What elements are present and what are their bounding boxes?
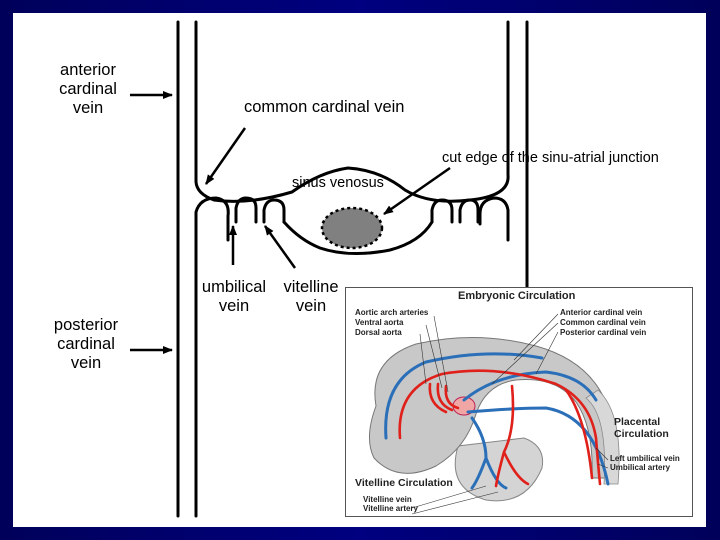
label-line: vein	[72, 99, 104, 117]
inset-umbilical-label-0: Left umbilical vein	[610, 454, 680, 463]
cut-edge-label: cut edge of the sinu-atrial junction	[442, 150, 659, 166]
vitelline-vein-line	[470, 416, 508, 490]
label-line: Circulation	[614, 428, 669, 440]
inset-right-label-0: Anterior cardinal vein	[560, 308, 643, 317]
common-cardinal-vein-label: common cardinal vein	[244, 98, 405, 116]
label-line: umbilical	[201, 278, 267, 296]
arrow-vitelline	[263, 225, 297, 269]
sinus-floor-left	[282, 220, 434, 256]
inset-left-label-0: Aortic arch arteries	[355, 308, 429, 317]
umbilical-artery-line	[564, 388, 594, 480]
inset-vitelline-label-1: Vitelline artery	[363, 504, 418, 513]
umbilical-loop	[234, 196, 258, 224]
sinus-venosus-label: sinus venosus	[292, 175, 384, 191]
anterior-cardinal-vein-line	[384, 352, 544, 440]
anterior-cardinal-vein-label: anterior cardinal vein	[48, 61, 128, 118]
sinus-lower-wall-right	[478, 196, 510, 242]
placental-circulation-label: Placental Circulation	[614, 416, 669, 440]
label-line: vitelline	[283, 278, 339, 296]
embryo-illustration	[369, 313, 620, 515]
inset-left-label-2: Dorsal aorta	[355, 328, 402, 337]
arrow-common-cardinal	[204, 127, 247, 185]
umbilical-vein-label: umbilical vein	[194, 278, 274, 316]
vitelline-circulation-label: Vitelline Circulation	[355, 477, 453, 489]
inset-right-label-2: Posterior cardinal vein	[560, 328, 647, 337]
connecting-stalk	[585, 389, 620, 485]
sinu-atrial-cut-edge	[320, 206, 384, 250]
posterior-cardinal-vein-label: posterior cardinal vein	[45, 316, 127, 373]
inset-left-label-1: Ventral aorta	[355, 318, 404, 327]
label-line: cardinal	[59, 80, 117, 98]
sinus-lower-wall	[194, 196, 230, 518]
inset-umbilical-label-1: Umbilical artery	[610, 463, 671, 472]
label-line: vein	[218, 297, 250, 315]
label-line: vein	[295, 297, 327, 315]
arrow-cut-edge	[383, 166, 451, 216]
label-line: anterior	[60, 61, 116, 79]
inset-vitelline-label-0: Vitelline vein	[363, 495, 412, 504]
label-line: cardinal	[57, 335, 115, 353]
inset-title: Embryonic Circulation	[458, 290, 576, 302]
inset-right-label-1: Common cardinal vein	[560, 318, 646, 327]
aortic-arch-lines	[428, 382, 460, 414]
embryonic-circulation-figure: Embryonic Circulation Aortic arch arteri…	[345, 287, 693, 517]
label-line: posterior	[53, 316, 119, 334]
right-loop-1	[430, 198, 454, 224]
label-line: vein	[70, 354, 102, 372]
right-loop-2	[458, 198, 480, 224]
label-line: Placental	[614, 416, 661, 428]
vitelline-loop	[262, 198, 286, 224]
posterior-cardinal-vein-line	[462, 370, 598, 402]
vitelline-artery-line	[494, 384, 530, 488]
dorsal-aorta-line	[398, 369, 602, 486]
vitelline-vein-label: vitelline vein	[272, 278, 350, 316]
